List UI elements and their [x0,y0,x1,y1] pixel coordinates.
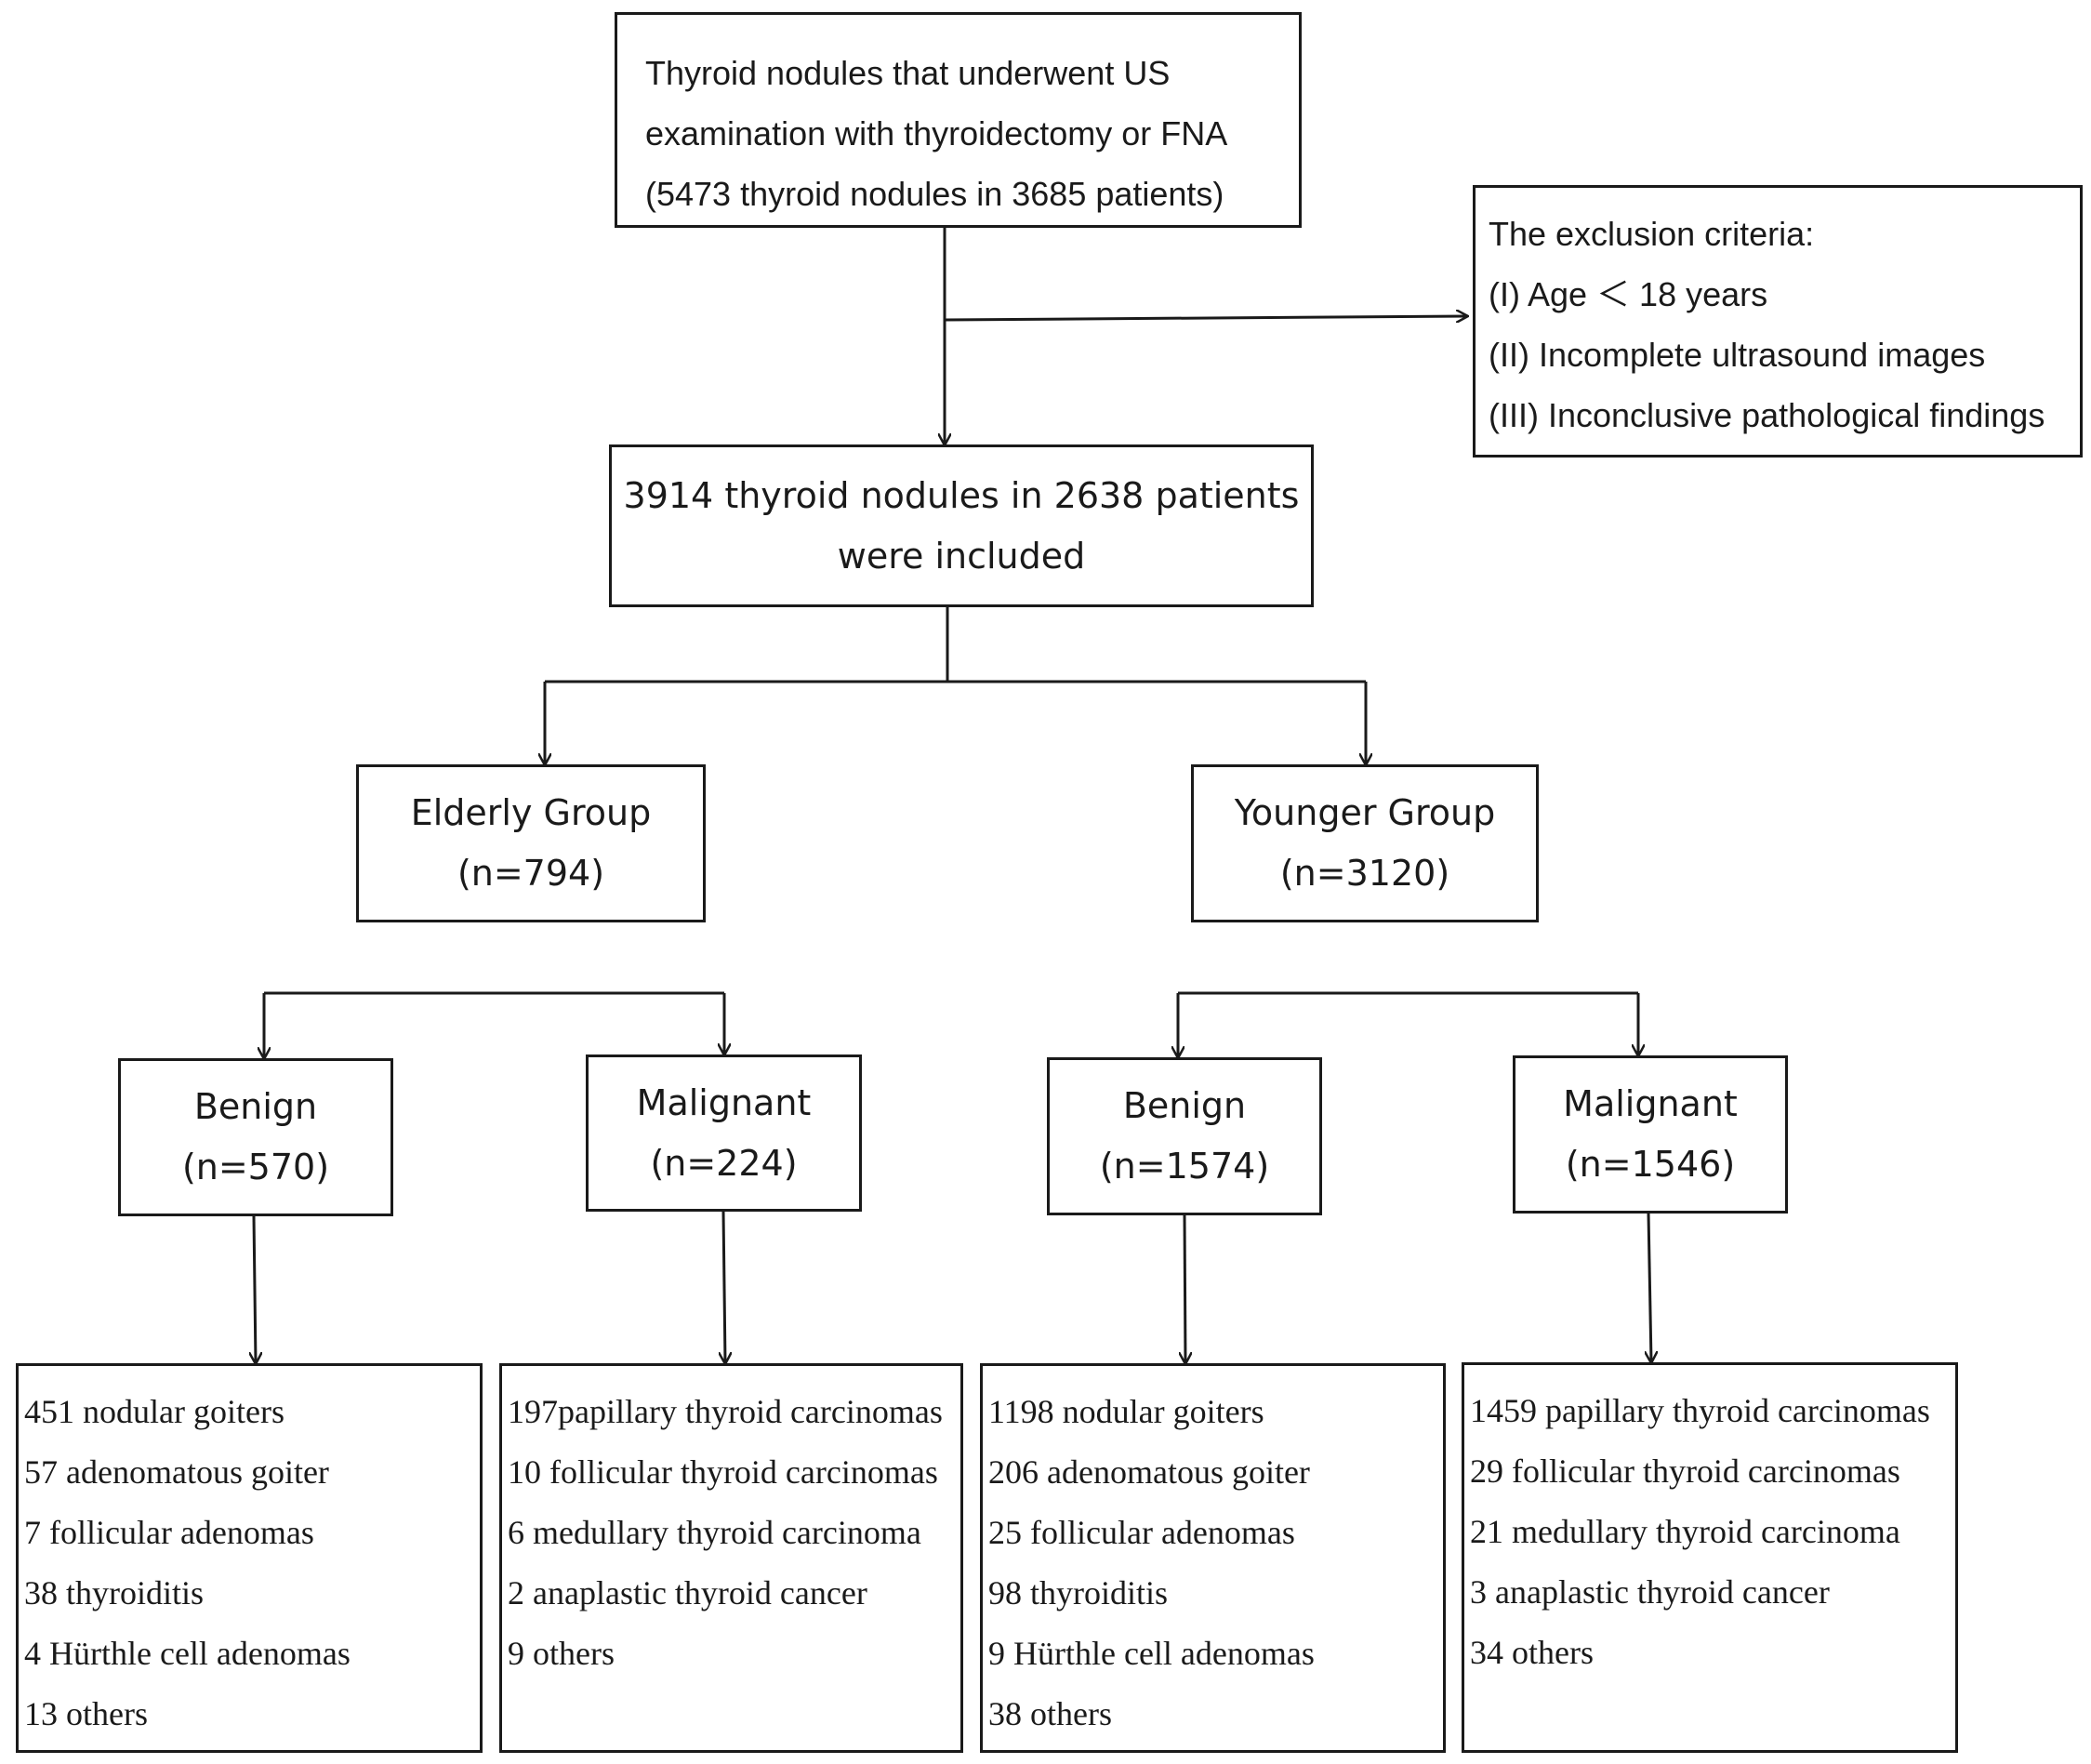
list-item: 10 follicular thyroid carcinomas [508,1453,938,1491]
younger-benign-box: Benign (n=1574) [1047,1057,1322,1215]
list-item: 98 thyroiditis [988,1574,1169,1611]
elderly-benign-title: Benign [193,1086,318,1127]
arrow-to-elderly-benign-list [254,1215,256,1363]
elderly-benign-list: 451 nodular goiters 57 adenomatous goite… [16,1363,483,1753]
arrow-to-exclusion [944,316,1467,320]
arrow-to-younger-benign-list [1184,1214,1185,1363]
exclusion-criterion-1: (I) Age ＜ 18 years [1489,275,1768,313]
younger-benign-list: 1198 nodular goiters 206 adenomatous goi… [980,1363,1446,1753]
elderly-benign-count: (n=570) [181,1147,330,1187]
included-line-1: 3914 thyroid nodules in 2638 patients [623,474,1300,516]
exclusion-box: The exclusion criteria: (I) Age ＜ 18 yea… [1473,185,2083,458]
list-item: 7 follicular adenomas [24,1514,314,1551]
younger-group-box: Younger Group (n=3120) [1191,764,1539,922]
elderly-malignant-title: Malignant [636,1081,812,1123]
exclusion-criterion-2: (II) Incomplete ultrasound images [1489,336,1986,374]
younger-group-title: Younger Group [1234,792,1496,833]
younger-malignant-box: Malignant (n=1546) [1513,1055,1788,1214]
list-item: 451 nodular goiters [24,1393,285,1430]
list-item: 1198 nodular goiters [988,1393,1264,1430]
list-item: 25 follicular adenomas [988,1514,1295,1551]
list-item: 34 others [1470,1634,1594,1671]
included-line-2: were included [837,535,1086,577]
list-item: 13 others [24,1695,148,1732]
start-line-3: (5473 thyroid nodules in 3685 patients) [645,175,1224,213]
younger-malignant-list: 1459 papillary thyroid carcinomas 29 fol… [1462,1362,1958,1753]
list-item: 3 anaplastic thyroid cancer [1470,1573,1830,1611]
list-item: 38 others [988,1695,1112,1732]
younger-benign-title: Benign [1122,1085,1247,1126]
list-item: 6 medullary thyroid carcinoma [508,1514,921,1551]
elderly-group-box: Elderly Group (n=794) [356,764,706,922]
list-item: 9 Hürthle cell adenomas [988,1635,1315,1672]
list-item: 21 medullary thyroid carcinoma [1470,1513,1900,1550]
elderly-group-count: (n=794) [457,853,605,894]
arrow-to-younger-malignant-list [1648,1213,1651,1362]
younger-group-count: (n=3120) [1279,853,1450,894]
arrow-to-elderly-malignant-list [723,1211,725,1363]
elderly-malignant-count: (n=224) [650,1142,798,1184]
younger-malignant-count: (n=1546) [1565,1144,1736,1185]
exclusion-heading: The exclusion criteria: [1489,215,1815,253]
list-item: 29 follicular thyroid carcinomas [1470,1452,1900,1490]
exclusion-criterion-3: (III) Inconclusive pathological findings [1489,396,2045,434]
list-item: 2 anaplastic thyroid cancer [508,1574,867,1611]
start-line-1: Thyroid nodules that underwent US [645,54,1171,92]
younger-benign-count: (n=1574) [1099,1146,1270,1187]
start-line-2: examination with thyroidectomy or FNA [645,114,1228,153]
list-item: 206 adenomatous goiter [988,1453,1310,1491]
younger-malignant-title: Malignant [1563,1083,1738,1124]
elderly-malignant-box: Malignant (n=224) [586,1054,862,1212]
list-item: 38 thyroiditis [24,1574,205,1611]
list-item: 4 Hürthle cell adenomas [24,1635,351,1672]
start-box: Thyroid nodules that underwent US examin… [615,12,1302,228]
list-item: 9 others [508,1635,615,1672]
elderly-group-title: Elderly Group [410,792,652,833]
elderly-benign-box: Benign (n=570) [118,1058,393,1216]
list-item: 197papillary thyroid carcinomas [508,1393,943,1430]
included-box: 3914 thyroid nodules in 2638 patients we… [609,444,1314,607]
elderly-malignant-list: 197papillary thyroid carcinomas 10 folli… [499,1363,963,1753]
list-item: 57 adenomatous goiter [24,1453,329,1491]
list-item: 1459 papillary thyroid carcinomas [1470,1392,1930,1429]
